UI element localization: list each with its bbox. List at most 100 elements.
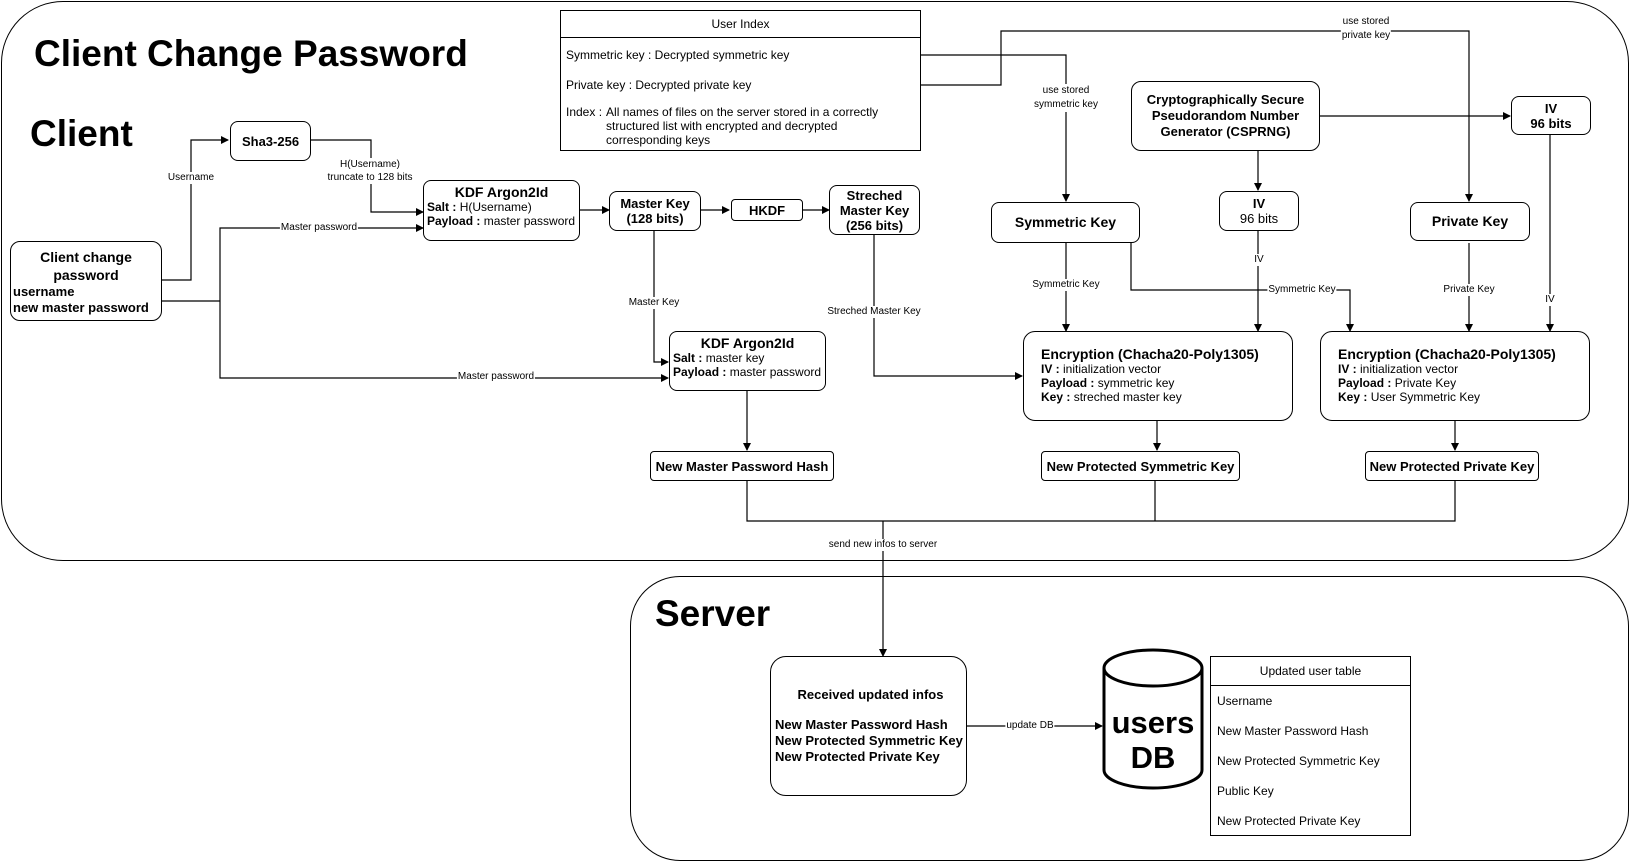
server-section-title: Server <box>655 593 771 634</box>
symmetric-key-node: Symmetric Key <box>991 202 1140 243</box>
enc2-title: Encryption (Chacha20-Poly1305) <box>1338 346 1556 362</box>
master-key-node: Master Key (128 bits) <box>609 191 701 231</box>
kdf2-payload-label: Payload : <box>673 365 727 379</box>
updated-user-table-title: Updated user table <box>1211 657 1410 686</box>
user-index-row: Symmetric key : Decrypted symmetric key <box>566 48 790 62</box>
edge-index-symkey <box>921 54 1070 202</box>
iv-mid-line-2: 96 bits <box>1239 211 1279 226</box>
edge-index-privkey <box>921 30 1473 202</box>
streched-master-key-node: Streched Master Key (256 bits) <box>829 185 920 235</box>
received-title: Received updated infos <box>797 687 944 702</box>
edge-label-master-key: Master Key <box>627 297 681 309</box>
kdf1-salt-label: Salt : <box>427 200 457 214</box>
edge-label-username: Username <box>166 172 216 184</box>
kdf1-payload-row: Payload : master password <box>427 214 576 228</box>
edge-master-password-1 <box>219 224 424 301</box>
csprng-line-2: Pseudorandom Number <box>1151 108 1300 123</box>
kdf2-salt-label: Salt : <box>673 351 703 365</box>
iv-node-mid: IV 96 bits <box>1219 191 1299 231</box>
kdf2-payload-value: master password <box>729 365 822 379</box>
edge-label-iv-1: IV <box>1253 254 1265 266</box>
kdf1-payload-value: master password <box>483 214 576 228</box>
hkdf-node: HKDF <box>731 199 803 221</box>
enc1-payload-value: symmetric key <box>1097 376 1175 390</box>
users-db-label: users DB <box>1104 700 1202 780</box>
edge-symkey-enc2 <box>1130 243 1354 332</box>
user-index-row: Private key : Decrypted private key <box>566 78 752 92</box>
edge-label-use-stored-priv-2: private key <box>1341 30 1391 41</box>
enc2-payload-label: Payload : <box>1338 376 1392 390</box>
client-section-title: Client <box>30 113 133 154</box>
edge-collect-hash <box>746 481 1456 522</box>
edge-label-streched-master-key: Streched Master Key <box>826 306 922 318</box>
enc2-iv-label: IV : <box>1338 362 1357 376</box>
table-row: Public Key <box>1217 784 1274 798</box>
enc1-title: Encryption (Chacha20-Poly1305) <box>1041 346 1259 362</box>
page-title: Client Change Password <box>34 33 468 74</box>
edge-label-use-stored-sym-2: symmetric key <box>1034 99 1098 110</box>
enc1-iv-value: initialization vector <box>1063 362 1162 376</box>
client-region <box>1 1 1629 561</box>
edge-label-h-username-1: H(Username) <box>339 159 400 170</box>
streched-line-3: (256 bits) <box>845 217 904 233</box>
kdf1-payload-label: Payload : <box>427 214 481 228</box>
streched-line-1: Streched <box>846 187 903 203</box>
edge-username <box>162 136 229 281</box>
edge-streched-enc1 <box>873 235 1023 380</box>
received-line-3: New Protected Private Key <box>775 749 940 764</box>
master-key-line-2: (128 bits) <box>626 211 684 226</box>
enc2-payload-row: Payload : Private Key <box>1338 376 1589 390</box>
edge-masterkey-kdf2 <box>653 231 669 366</box>
enc1-key-row: Key : streched master key <box>1041 390 1292 404</box>
new-protected-private-key-node: New Protected Private Key <box>1365 451 1539 481</box>
kdf2-salt-row: Salt : master key <box>673 351 822 365</box>
edge-master-password-2 <box>219 301 669 382</box>
kdf1-salt-value: H(Username) <box>459 200 532 214</box>
user-index-title: User Index <box>561 11 920 38</box>
enc2-iv-row: IV : initialization vector <box>1338 362 1589 376</box>
table-row: New Protected Symmetric Key <box>1217 754 1380 768</box>
enc1-iv-label: IV : <box>1041 362 1060 376</box>
edge-label-private-key: Private Key <box>1442 284 1496 296</box>
updated-user-table: Updated user table Username New Master P… <box>1210 656 1411 836</box>
kdf-argon2id-node-1: KDF Argon2Id Salt : H(Username) Payload … <box>423 180 580 241</box>
enc2-key-row: Key : User Symmetric Key <box>1338 390 1589 404</box>
edge-label-use-stored-priv-1: use stored <box>1342 16 1390 27</box>
streched-line-2: Master Key <box>839 202 910 218</box>
received-line-1: New Master Password Hash <box>775 717 948 732</box>
client-input-node: Client change password username new mast… <box>10 241 162 321</box>
encryption-node-1: Encryption (Chacha20-Poly1305) IV : init… <box>1023 331 1293 421</box>
edge-label-update-db: update DB <box>1005 720 1055 732</box>
client-input-line-1: username <box>13 284 75 299</box>
client-input-title: Client change password <box>40 249 132 283</box>
enc1-payload-row: Payload : symmetric key <box>1041 376 1292 390</box>
edge-label-master-password-2: Master password <box>456 371 536 383</box>
sha3-node: Sha3-256 <box>230 121 311 161</box>
edge-label-send: send new infos to server <box>827 539 939 551</box>
iv-right-line-2: 96 bits <box>1530 115 1572 131</box>
edge-label-use-stored-private: use stored private key <box>1340 15 1392 43</box>
edge-label-iv-2: IV <box>1544 294 1556 306</box>
iv-mid-line-1: IV <box>1252 196 1266 211</box>
enc1-iv-row: IV : initialization vector <box>1041 362 1292 376</box>
csprng-line-1: Cryptographically Secure <box>1146 92 1305 107</box>
table-row: New Protected Private Key <box>1217 814 1361 828</box>
enc1-key-value: streched master key <box>1073 390 1182 404</box>
kdf1-title: KDF Argon2Id <box>454 184 549 200</box>
kdf2-title: KDF Argon2Id <box>700 335 795 351</box>
kdf2-salt-value: master key <box>705 351 765 365</box>
enc2-key-label: Key : <box>1338 390 1368 404</box>
iv-node-right: IV 96 bits <box>1511 96 1591 135</box>
new-protected-symmetric-key-node: New Protected Symmetric Key <box>1041 451 1240 481</box>
enc2-payload-value: Private Key <box>1394 376 1457 390</box>
user-index-index-row: Index : All names of files on the server… <box>566 105 916 147</box>
users-db-line-2: DB <box>1130 740 1176 775</box>
edge-label-h-username: H(Username) truncate to 128 bits <box>326 158 414 184</box>
users-db-cylinder <box>1102 648 1204 790</box>
private-key-node: Private Key <box>1410 202 1530 241</box>
edge-label-use-stored-symmetric: use stored symmetric key <box>1033 84 1099 112</box>
index-text: All names of files on the server stored … <box>606 105 879 147</box>
table-row: Username <box>1217 694 1273 708</box>
received-updated-infos-node: Received updated infos New Master Passwo… <box>770 656 967 796</box>
